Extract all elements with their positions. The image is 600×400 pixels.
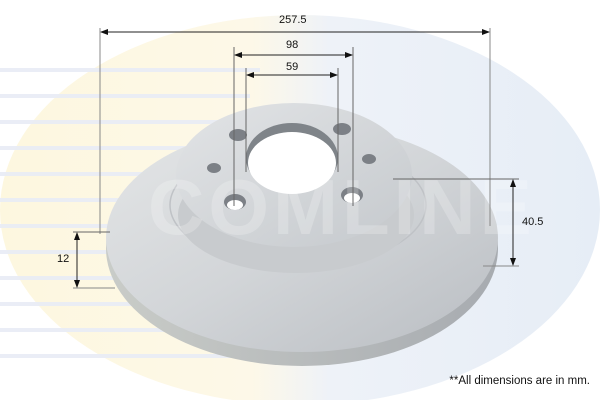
- units-note: **All dimensions are in mm.: [449, 375, 590, 387]
- outer-diameter-label: 257.5: [279, 14, 307, 26]
- bolt-circle-label: 98: [286, 39, 299, 51]
- dimension-lines: [73, 28, 519, 289]
- height-label: 40.5: [522, 216, 544, 228]
- center-bore-label: 59: [286, 61, 299, 73]
- watermark-text: COMLINE: [148, 163, 536, 251]
- brake-disc: [106, 103, 498, 366]
- thickness-label: 12: [57, 253, 70, 265]
